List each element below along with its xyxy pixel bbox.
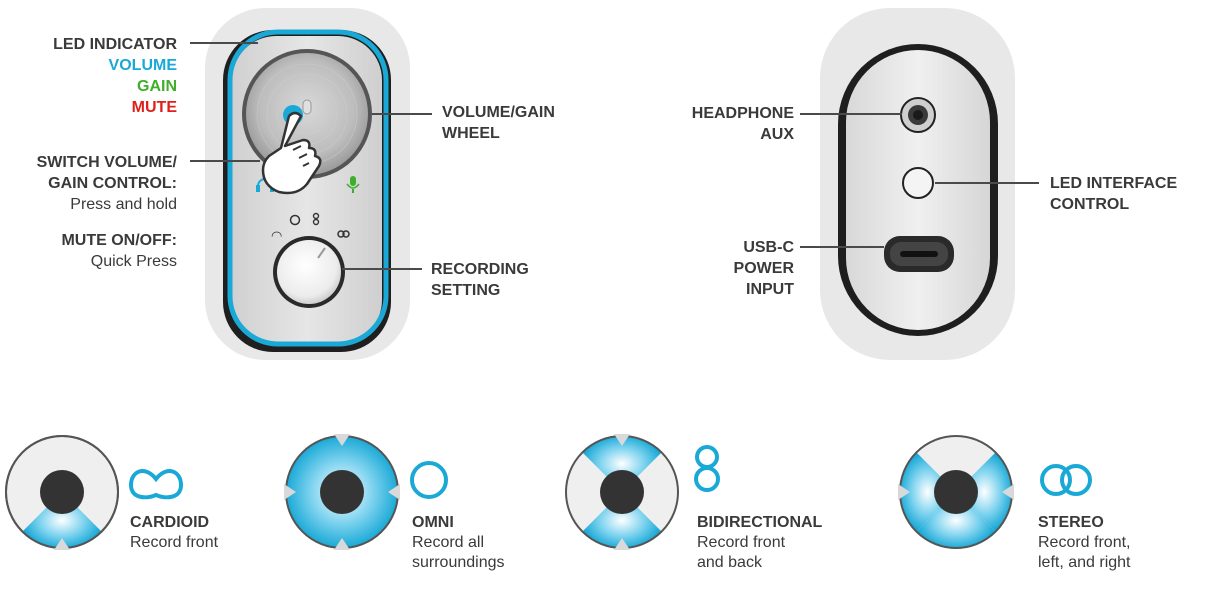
- led-interface-leader: [935, 182, 1039, 184]
- led-indicator-title: LED INDICATOR: [53, 36, 177, 53]
- stereo-caption: STEREO Record front, left, and right: [1038, 513, 1131, 573]
- cardioid-pattern-diagram: [5, 435, 119, 550]
- cardioid-caption: CARDIOID Record front: [130, 513, 218, 553]
- wheel-label: VOLUME/GAIN WHEEL: [442, 102, 555, 144]
- recording-label-2: SETTING: [431, 282, 501, 299]
- recording-label-1: RECORDING: [431, 261, 529, 278]
- headphone-label-2: AUX: [760, 126, 794, 143]
- wheel-label-1: VOLUME/GAIN: [442, 104, 555, 121]
- led-interface-label-1: LED INTERFACE: [1050, 175, 1178, 192]
- cardioid-name: CARDIOID: [130, 514, 210, 531]
- led-volume-label: VOLUME: [108, 57, 177, 74]
- wheel-label-2: WHEEL: [442, 125, 500, 142]
- bidirectional-icon: [694, 445, 720, 492]
- led-interface-label-2: CONTROL: [1050, 196, 1130, 213]
- stereo-name: STEREO: [1038, 514, 1104, 531]
- stereo-pattern-diagram: [898, 435, 1014, 549]
- mute-desc: Quick Press: [90, 253, 177, 270]
- led-indicator-leader: [190, 42, 258, 44]
- mute-toggle-label: MUTE ON/OFF: Quick Press: [61, 230, 177, 272]
- led-interface-label: LED INTERFACE CONTROL: [1050, 173, 1177, 215]
- bidirectional-name: BIDIRECTIONAL: [697, 514, 823, 531]
- usb-label-3: INPUT: [746, 281, 794, 298]
- cardioid-icon: [128, 469, 184, 500]
- usb-label: USB-C POWER INPUT: [734, 237, 794, 300]
- led-gain-label: GAIN: [137, 78, 177, 95]
- led-mute-label: MUTE: [131, 99, 177, 116]
- switch-title-2: GAIN CONTROL:: [48, 175, 177, 192]
- headphone-leader: [800, 113, 902, 115]
- headphone-label: HEADPHONE AUX: [692, 103, 794, 145]
- svg-text:◠: ◠: [271, 229, 282, 244]
- back-device: [820, 8, 1015, 360]
- omni-pattern-diagram: [284, 434, 400, 550]
- bidirectional-caption: BIDIRECTIONAL Record front and back: [697, 513, 822, 573]
- usb-label-2: POWER: [733, 260, 794, 277]
- omni-caption: OMNI Record all surroundings: [412, 513, 505, 573]
- wheel-leader: [372, 113, 432, 115]
- headphone-label-1: HEADPHONE: [691, 105, 794, 122]
- led-indicator-label: LED INDICATOR VOLUME GAIN MUTE: [53, 34, 177, 118]
- switch-title-1: SWITCH VOLUME/: [36, 154, 177, 171]
- bidirectional-pattern-diagram: [565, 434, 679, 550]
- mute-title: MUTE ON/OFF:: [61, 232, 177, 249]
- switch-desc: Press and hold: [70, 196, 177, 213]
- omni-desc: Record all surroundings: [412, 534, 505, 571]
- switch-control-leader: [190, 160, 260, 162]
- usb-leader: [800, 246, 884, 248]
- cardioid-desc: Record front: [130, 534, 219, 551]
- recording-label: RECORDING SETTING: [431, 259, 529, 301]
- omni-name: OMNI: [412, 514, 454, 531]
- bidirectional-desc: Record front and back: [697, 534, 786, 571]
- omni-icon: [410, 461, 448, 499]
- recording-leader: [342, 268, 422, 270]
- stereo-desc: Record front, left, and right: [1038, 534, 1131, 571]
- switch-control-label: SWITCH VOLUME/ GAIN CONTROL: Press and h…: [37, 152, 177, 215]
- front-device: ◠: [205, 8, 410, 360]
- usb-label-1: USB-C: [743, 239, 794, 256]
- stereo-icon: [1040, 464, 1092, 496]
